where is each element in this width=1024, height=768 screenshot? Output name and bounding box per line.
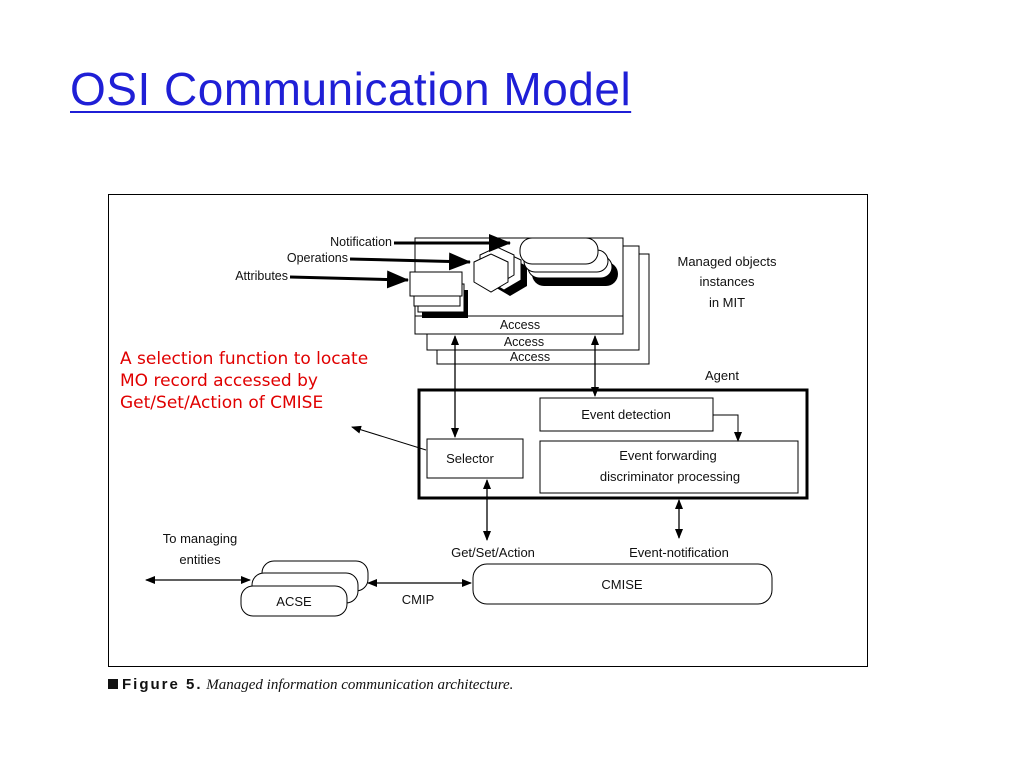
event-forwarding-line-1: Event forwarding — [619, 448, 717, 463]
event-detection-label: Event detection — [581, 407, 671, 422]
attributes-label: Attributes — [235, 269, 288, 283]
attributes-arrow — [289, 270, 409, 289]
mit-label-line-3: in MIT — [709, 295, 745, 310]
get-set-action-label: Get/Set/Action — [451, 545, 535, 560]
operation-objects-icon — [473, 246, 527, 296]
annotation-line-2: MO record accessed by — [120, 371, 318, 391]
operations-label: Operations — [287, 251, 348, 265]
figure-caption: Figure 5. Managed information communicat… — [108, 676, 513, 694]
access-label-back: Access — [510, 350, 550, 364]
attribute-objects-icon — [409, 271, 468, 318]
annotation-line-3: Get/Set/Action of CMISE — [120, 393, 324, 413]
annotation-pointer-arrow — [351, 425, 427, 451]
caption-label: Figure 5. — [122, 676, 203, 693]
notification-objects-icon — [519, 237, 618, 286]
page-title: OSI Communication Model — [70, 63, 632, 115]
event-forwarding-line-2: discriminator processing — [600, 469, 740, 484]
event-forwarding-box — [539, 440, 799, 494]
agent-label: Agent — [705, 368, 739, 383]
figure-frame — [108, 194, 868, 667]
access-label-front: Access — [500, 318, 540, 332]
selector-label: Selector — [446, 451, 494, 466]
to-managing-line-1: To managing — [163, 531, 237, 546]
cmise-label: CMISE — [601, 577, 643, 592]
cmise-box — [472, 563, 773, 605]
access-label-middle: Access — [504, 335, 544, 349]
selection-function-annotation: A selection function to locate MO record… — [120, 348, 368, 414]
acse-label: ACSE — [276, 594, 312, 609]
cmip-label: CMIP — [402, 592, 435, 607]
mit-label-line-2: instances — [700, 274, 755, 289]
mit-label-line-1: Managed objects — [677, 254, 777, 269]
caption-square-icon — [108, 679, 118, 689]
event-detection-box — [539, 397, 714, 432]
to-managing-line-2: entities — [179, 552, 221, 567]
operations-arrow — [349, 252, 471, 271]
event-notification-label: Event-notification — [629, 545, 729, 560]
notification-label: Notification — [330, 235, 392, 249]
caption-text: Managed information communication archit… — [206, 677, 514, 693]
selector-box — [426, 438, 524, 479]
acse-box-front — [240, 585, 348, 617]
annotation-line-1: A selection function to locate — [120, 349, 369, 369]
